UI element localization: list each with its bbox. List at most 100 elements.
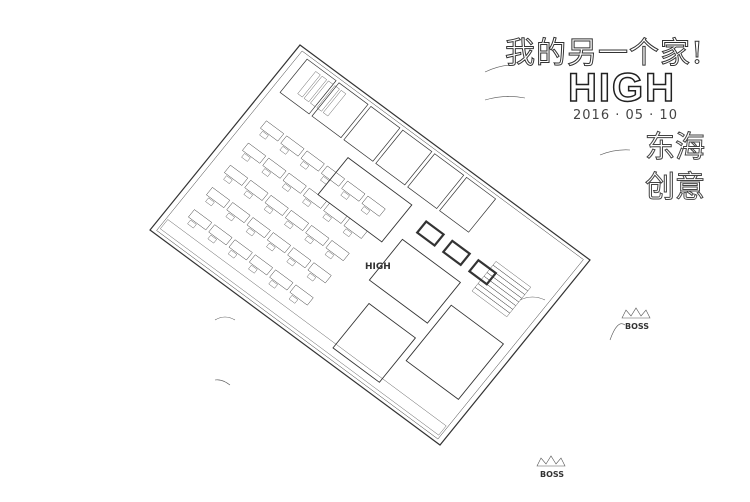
stair-step <box>484 273 522 303</box>
stair-step <box>475 284 513 314</box>
chair <box>242 153 251 161</box>
meeting-room <box>280 59 336 114</box>
desk <box>209 225 232 245</box>
meeting-room <box>376 130 432 185</box>
chair <box>284 221 293 229</box>
logo-high: HIGH <box>567 65 676 111</box>
annotation-leader <box>484 64 511 73</box>
stair-step <box>478 280 516 310</box>
desk <box>290 285 313 305</box>
chair <box>228 250 237 258</box>
desk <box>267 233 290 253</box>
chair <box>188 220 197 228</box>
stair-step <box>472 287 510 317</box>
chair <box>260 131 269 139</box>
chair <box>262 169 271 177</box>
shelf <box>317 86 340 112</box>
shelf <box>310 81 333 107</box>
chair <box>224 176 233 184</box>
desk <box>229 240 252 260</box>
annotation-leader <box>214 316 236 321</box>
chair <box>361 207 370 215</box>
desk <box>263 158 286 178</box>
desk <box>265 195 288 215</box>
chair <box>269 280 278 288</box>
chair <box>307 273 316 281</box>
desk <box>303 188 326 208</box>
stair-step <box>493 261 531 291</box>
poster-date: 2016 · 05 · 10 <box>573 108 678 123</box>
desk <box>188 210 211 230</box>
chair <box>341 191 350 199</box>
desk <box>308 263 331 283</box>
desk <box>245 180 268 200</box>
desk <box>342 181 365 201</box>
desk <box>260 121 283 141</box>
stair-frame <box>417 222 443 246</box>
boss-label-1: BOSS <box>625 322 650 331</box>
annotations <box>214 64 651 467</box>
desk <box>283 173 306 193</box>
chair <box>226 213 235 221</box>
chair <box>287 258 296 266</box>
crown-icon <box>621 307 651 319</box>
annotation-leader <box>519 296 546 301</box>
annotation-leader <box>484 96 526 101</box>
chair <box>343 229 352 237</box>
chair <box>325 251 334 259</box>
meeting-room <box>312 83 368 138</box>
desk <box>281 136 304 156</box>
desk <box>324 203 347 223</box>
annotation-leader <box>214 379 231 386</box>
floor-plan <box>150 45 590 445</box>
desk <box>242 143 265 163</box>
chair <box>323 214 332 222</box>
desk <box>321 166 344 186</box>
desk <box>206 187 229 207</box>
desk <box>270 270 293 290</box>
reception <box>333 304 415 383</box>
annotation-leader <box>599 149 631 156</box>
desk <box>249 255 272 275</box>
inner-sign: HIGH <box>365 262 391 272</box>
desk <box>306 225 329 245</box>
corridor <box>160 220 446 436</box>
chair <box>264 206 273 214</box>
outer-wall <box>150 45 590 445</box>
chair <box>248 265 257 273</box>
shelf <box>323 90 346 116</box>
chair <box>208 235 217 243</box>
chair <box>244 191 253 199</box>
stair-step <box>481 276 519 306</box>
boss-office <box>406 305 503 399</box>
shelf <box>298 71 321 97</box>
shelf <box>304 76 327 102</box>
desk <box>326 240 349 260</box>
meeting-room <box>344 106 400 161</box>
chair <box>246 228 255 236</box>
chair <box>302 199 311 207</box>
stair-frame <box>443 241 469 265</box>
desk <box>344 218 367 238</box>
chair <box>280 146 289 154</box>
chair <box>305 236 314 244</box>
poster-title: 我的另一个家! <box>504 36 705 72</box>
desk <box>285 210 308 230</box>
inner-wall <box>157 51 584 439</box>
chair <box>300 161 309 169</box>
desk <box>224 165 247 185</box>
desk <box>227 202 250 222</box>
desk <box>362 196 385 216</box>
crown-icon <box>536 455 566 467</box>
chair <box>206 198 215 206</box>
desk <box>247 218 270 238</box>
desk <box>288 248 311 268</box>
chair <box>282 184 291 192</box>
brand-name: 东海创意 <box>645 130 706 206</box>
lounge-room <box>369 239 460 323</box>
meeting-room <box>440 177 496 232</box>
stair-step <box>490 265 528 295</box>
stair-frame <box>469 260 495 284</box>
annotation-leader <box>609 323 626 341</box>
